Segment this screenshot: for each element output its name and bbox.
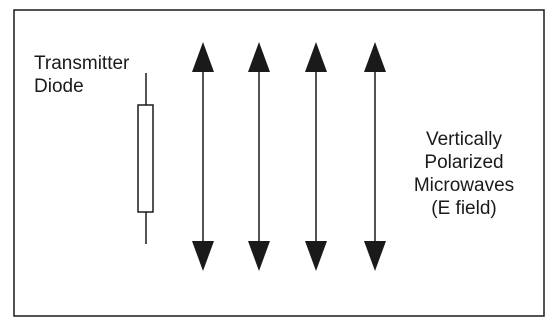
wave-label-line1: Vertically xyxy=(425,129,503,150)
e-field-arrow-2 xyxy=(248,42,270,271)
e-field-arrow-1-head-up xyxy=(192,42,214,72)
e-field-arrow-4-head-up xyxy=(364,42,386,72)
e-field-arrow-3-head-up xyxy=(305,42,327,72)
wave-label-line3: Microwaves xyxy=(413,175,515,196)
transmitter-diode-label: Transmitter Diode xyxy=(34,52,129,98)
wave-label-line2: Polarized xyxy=(424,152,504,173)
e-field-arrow-2-head-down xyxy=(248,241,270,271)
e-field-arrow-4 xyxy=(364,42,386,271)
e-field-arrow-1-head-down xyxy=(192,241,214,271)
polarized-microwaves-label: Vertically Polarized Microwaves (E field… xyxy=(392,128,536,220)
e-field-arrow-1 xyxy=(192,42,214,271)
e-field-arrow-4-head-down xyxy=(364,241,386,271)
diagram-border xyxy=(13,9,545,317)
transmitter-label-line1: Transmitter xyxy=(34,53,130,74)
diode-body xyxy=(137,104,154,213)
e-field-arrow-3 xyxy=(305,42,327,271)
e-field-arrow-3-head-down xyxy=(305,241,327,271)
transmitter-diode xyxy=(137,73,154,244)
e-field-arrow-2-head-up xyxy=(248,42,270,72)
wave-label-line4: (E field) xyxy=(431,198,497,219)
transmitter-label-line2: Diode xyxy=(34,76,84,97)
